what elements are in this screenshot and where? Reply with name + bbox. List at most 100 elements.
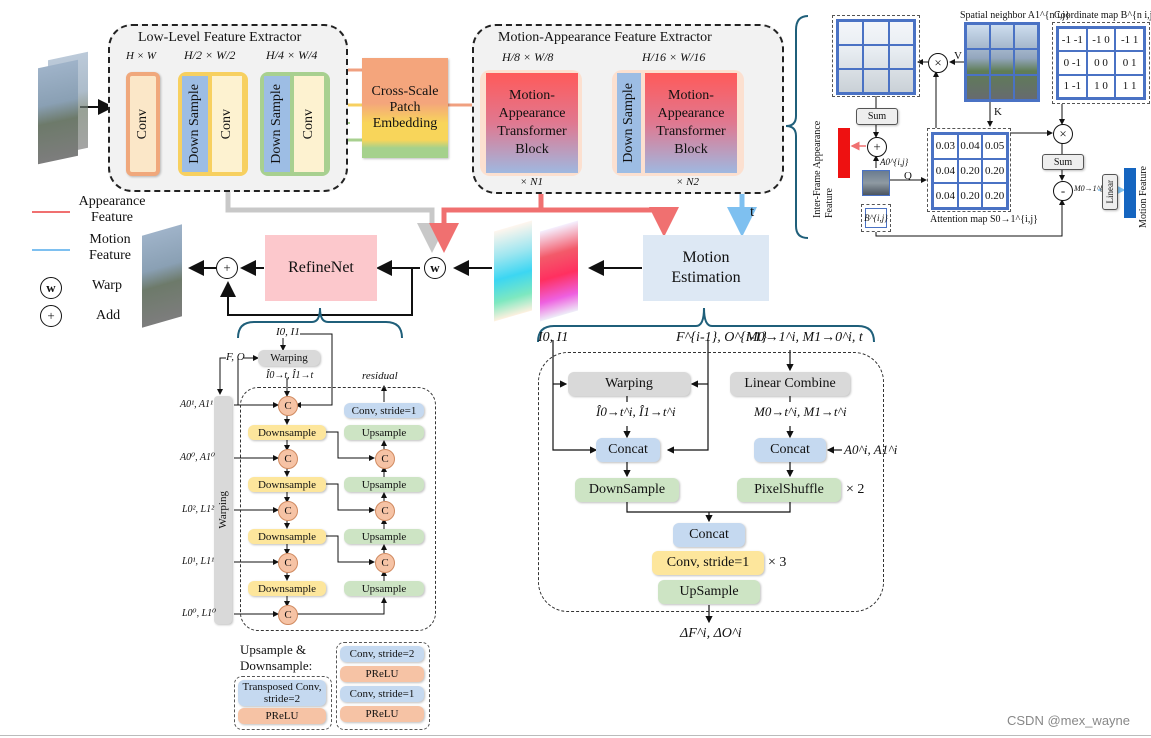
- downsample-block-3: Down Sample: [617, 73, 641, 173]
- cross-scale-patch-embedding: Cross-Scale Patch Embedding: [362, 58, 448, 158]
- coordinate-cell: 1 0: [1086, 74, 1116, 98]
- residual-label: residual: [362, 370, 398, 382]
- concat-block-right: Concat: [754, 438, 826, 462]
- me-input-i0i1: I0, I1: [538, 330, 569, 345]
- me-warping-block: Warping: [568, 372, 690, 396]
- dim-label-5: H/16 × W/16: [642, 50, 706, 64]
- motion-arrow-icon: [32, 249, 70, 251]
- dim-label-1: H × W: [126, 50, 157, 62]
- concat-node: C: [375, 449, 395, 469]
- conv-stride1-legend-block: Conv, stride=1: [340, 686, 424, 702]
- prelu-block: PReLU: [340, 666, 424, 682]
- up-down-title: Upsample & Downsample:: [240, 642, 313, 673]
- coordinate-map-label: Coordinate map B^{n i,j}: [1054, 10, 1151, 21]
- side-warping-bar: Warping: [214, 396, 232, 624]
- level-label-2: A0⁰, A1⁰: [180, 452, 216, 463]
- add-legend-label: Add: [96, 308, 121, 323]
- refine-input-i0i1: I0, I1: [276, 326, 300, 338]
- coordinate-cell: 0 0: [1086, 51, 1116, 75]
- n1-label: × N1: [520, 176, 544, 188]
- me-downsample-block: DownSample: [575, 478, 679, 502]
- a0-label: A0^{i,j}: [880, 157, 909, 167]
- warp-node: w: [424, 257, 446, 279]
- add-icon: +: [40, 305, 62, 327]
- downsample-block: Downsample: [248, 581, 326, 596]
- coordinate-cell: -1 -1: [1058, 28, 1087, 52]
- multiply-node-v: ×: [928, 53, 948, 73]
- spatial-neighbor-label: Spatial neighbor A1^{n i,j}: [960, 10, 1070, 21]
- weighted-values-box: [832, 15, 920, 97]
- attention-cell: 0.04: [933, 183, 958, 208]
- motion-feature-label: Motion Feature: [1138, 166, 1149, 228]
- low-level-title: Low-Level Feature Extractor: [138, 30, 302, 45]
- motion-legend-label: Motion Feature: [89, 232, 131, 263]
- coordinate-map-box: [1052, 22, 1150, 104]
- conv-block-1: Conv: [126, 72, 160, 176]
- concat-node: C: [375, 501, 395, 521]
- downsample-block: Downsample: [248, 477, 326, 492]
- motion-appearance-title: Motion-Appearance Feature Extractor: [498, 30, 712, 45]
- me-mt-label: M0→t^i, M1→t^i: [754, 404, 847, 419]
- downsample-legend-box: [336, 642, 430, 730]
- dim-label-3: H/4 × W/4: [266, 48, 318, 62]
- downsample-block: Downsample: [248, 425, 326, 440]
- attention-cell: 0.20: [982, 183, 1007, 208]
- n2-label: × N2: [676, 176, 700, 188]
- query-patch: [862, 170, 890, 196]
- attention-map-box: [927, 128, 1011, 212]
- subtract-node: -: [1053, 181, 1073, 201]
- spatial-neighbor-grid: [964, 22, 1040, 102]
- upsample-block-me: UpSample: [658, 580, 760, 604]
- coordinate-cell: -1 1: [1115, 28, 1144, 52]
- coordinate-cell: -1 0: [1086, 28, 1116, 52]
- coordinate-cell: 0 1: [1115, 51, 1144, 75]
- inter-frame-appearance-bar: [838, 128, 850, 178]
- me-warped-label: Î0→t^i, Î1→t^i: [596, 404, 676, 419]
- me-input-fo: F^{i-1}, O^{i-1}: [676, 330, 767, 345]
- level-label-4: L0¹, L1¹: [182, 556, 215, 567]
- concat-node: C: [278, 553, 298, 573]
- upsample-legend-box: [234, 676, 332, 730]
- flow-map-2: [540, 220, 578, 322]
- me-input-m: M0→1^i, M1→0^i, t: [746, 330, 863, 345]
- attention-cell: 0.04: [933, 158, 958, 184]
- concat-node: C: [375, 553, 395, 573]
- b-label: B^{i,j}: [864, 208, 888, 228]
- me-a-inputs: A0^i, A1^i: [844, 442, 898, 457]
- input-frame-front: [38, 59, 78, 165]
- refine-warping-block: Warping: [258, 350, 320, 366]
- attention-cell: 0.05: [982, 134, 1007, 159]
- add-node: +: [216, 257, 238, 279]
- t-label: t: [750, 204, 755, 220]
- multiply-node-coord: ×: [1053, 124, 1073, 144]
- sum-block-1: Sum: [856, 108, 898, 125]
- prelu-block: PReLU: [340, 706, 424, 722]
- x3-label: × 3: [768, 555, 787, 570]
- downsample-block-2: Down Sample: [264, 76, 290, 172]
- attention-map-label: Attention map S0→1^{i,j}: [930, 214, 1038, 225]
- watermark: CSDN @mex_wayne: [1007, 713, 1131, 728]
- pixelshuffle-block: PixelShuffle: [737, 478, 841, 502]
- coordinate-cell: 0 -1: [1058, 51, 1087, 75]
- dim-label-2: H/2 × W/2: [184, 48, 236, 62]
- conv-stride1-block-me: Conv, stride=1: [652, 551, 764, 575]
- q-label: Q: [904, 170, 912, 182]
- attention-cell: 0.04: [957, 134, 983, 159]
- add-node-attention: +: [867, 137, 887, 157]
- conv-block-3: Conv: [294, 76, 324, 172]
- warp-icon: w: [40, 277, 62, 299]
- concat-node: C: [278, 605, 298, 625]
- attention-cell: 0.20: [957, 183, 983, 208]
- appearance-legend-label: Appearance Feature: [78, 194, 146, 225]
- conv-label: Conv: [135, 108, 150, 140]
- flow-map-1: [494, 220, 532, 322]
- linear-block: Linear: [1102, 174, 1118, 210]
- concat-node: C: [278, 501, 298, 521]
- upsample-block: Upsample: [344, 425, 424, 440]
- downsample-block-1: Down Sample: [182, 76, 208, 172]
- motion-feature-bar: [1124, 168, 1136, 218]
- weighted-values-grid: [836, 19, 916, 95]
- attention-cell: 0.03: [933, 134, 958, 159]
- upsample-block: Upsample: [344, 529, 424, 544]
